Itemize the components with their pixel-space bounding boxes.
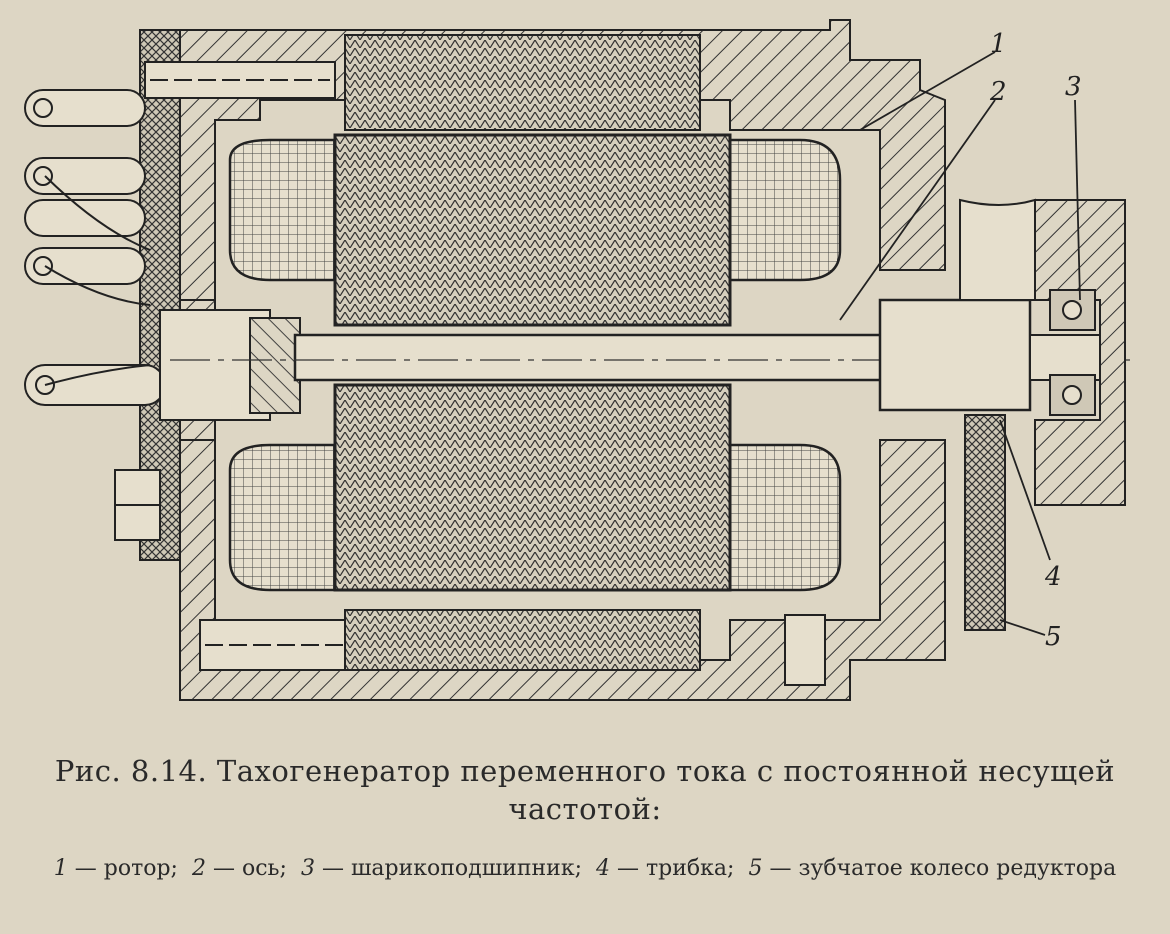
legend-item: 2 — ось;	[191, 856, 287, 881]
stator-windings	[228, 138, 842, 592]
terminal-lugs	[24, 89, 166, 406]
callout-leaders	[839, 51, 1081, 636]
callout-2: 2	[989, 77, 1007, 107]
legend-item: 3 — шарикоподшипник;	[300, 856, 582, 881]
rotor-core	[333, 133, 732, 592]
figure-caption: Рис. 8.14. Тахогенератор переменного ток…	[54, 754, 1116, 826]
callout-3: 3	[1065, 72, 1082, 102]
reducer-gear-wheel	[964, 414, 1006, 631]
shaft	[159, 298, 1130, 421]
mounting-screws	[114, 61, 826, 686]
stator-laminations	[344, 34, 701, 671]
callout-4: 4	[1044, 562, 1062, 592]
callout-1: 1	[990, 29, 1007, 59]
bearing-housing	[959, 198, 1126, 506]
legend-item: 1 — ротор;	[53, 856, 178, 881]
callout-5: 5	[1045, 622, 1062, 652]
tachogenerator-cross-section-drawing: 1 2 3 4 5	[24, 19, 1130, 701]
legend-item: 4 — трибка;	[596, 856, 735, 881]
ball-bearing	[1049, 289, 1096, 416]
legend-item: 5 — зубчатое колесо редуктора	[748, 856, 1117, 881]
figure-legend: 1 — ротор; 2 — ось; 3 — шарикоподшипник;…	[20, 856, 1150, 882]
